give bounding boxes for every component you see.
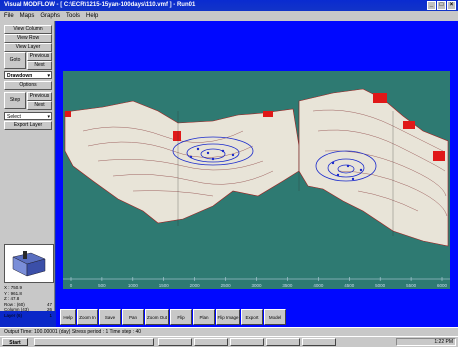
x-tick-label: 1500 [159,283,170,288]
view-column-button[interactable]: View Column [4,25,52,34]
task-button[interactable] [302,338,336,346]
task-button[interactable] [194,338,228,346]
view-layer-button[interactable]: View Layer [4,43,52,52]
z-coordinate: Z : 47.8 [4,296,20,301]
step-button[interactable]: Step [4,92,26,109]
x-coordinate: X : 750.9 [4,285,23,290]
x-tick-label: 4000 [313,283,324,288]
task-button[interactable] [266,338,300,346]
x-tick-label: 2500 [221,283,232,288]
flip-image-button[interactable]: Flip Image [216,309,240,325]
menu-help[interactable]: Help [86,13,99,19]
layer-value: 1 [49,312,52,318]
x-tick-label: 3000 [251,283,262,288]
column-readout: Column (43) [4,307,29,312]
plan-button[interactable]: Plan [193,309,215,325]
window-title: Visual MODFLOW - [ C:\ECR\1215-15yan-100… [4,2,196,8]
menu-maps[interactable]: Maps [19,13,35,19]
column-value: 26 [46,307,52,312]
view-row-button[interactable]: View Row [4,34,52,43]
zoom-in-button[interactable]: Zoom In [77,309,98,325]
row-value: 47 [46,301,52,307]
select-dropdown[interactable]: Select▾ [4,112,52,120]
system-tray: 1:22 PM [396,338,456,346]
x-tick-label: 3500 [282,283,293,288]
title-bar: Visual MODFLOW - [ C:\ECR\1215-15yan-100… [0,0,458,11]
tool-bar: Help Zoom In Save Pan Zoom Out Flip Plan… [56,308,458,327]
x-tick-label: 5500 [406,283,417,288]
next-layer-button[interactable]: Next [27,61,52,70]
task-button[interactable] [158,338,192,346]
menu-bar: File Maps Graphs Tools Help [0,11,458,21]
y-coordinate: Y : 961.8 [4,290,22,296]
next-step-button[interactable]: Next [27,101,52,110]
drawdown-map: 0 500 1000 1500 2000 2500 3000 3500 4000 4500 5000… [63,71,450,289]
status-bar: Output Time: 100.00001 (day) Stress peri… [0,327,458,336]
clock: 1:22 PM [434,339,453,345]
goto-button[interactable]: Goto [4,52,26,69]
export-layer-button[interactable]: Export Layer [4,121,52,130]
x-tick-label: 6000 [437,283,448,288]
menu-graphs[interactable]: Graphs [40,13,61,19]
menu-file[interactable]: File [4,13,14,19]
taskbar: Start 1:22 PM [0,336,458,347]
x-tick-label: 5000 [375,283,386,288]
start-button[interactable]: Start [2,338,28,346]
model-button[interactable]: Model [264,309,286,325]
options-button[interactable]: Options [4,81,52,90]
x-tick-label: 1000 [128,283,139,288]
view-select[interactable]: Drawdown▾ [4,71,52,79]
previous-step-button[interactable]: Previous [27,92,52,101]
status-text: Output Time: 100.00001 (day) Stress peri… [4,329,142,335]
model-3d-preview [4,244,54,283]
export-button[interactable]: Export [241,309,263,325]
close-button[interactable]: × [447,1,456,10]
quick-launch [34,338,154,346]
help-button[interactable]: Help [60,309,76,325]
coordinate-readout: X : 750.9 Y : 961.8 Z : 47.8 Row : (60) 4… [4,285,54,318]
chevron-down-icon: ▾ [47,114,50,120]
layer-readout: Layer (6) [4,312,23,318]
x-tick-label: 500 [98,283,106,288]
maximize-button[interactable]: □ [437,1,446,10]
x-tick-label: 2000 [190,283,201,288]
x-tick-label: 0 [70,283,73,288]
row-readout: Row : (60) [4,301,25,307]
side-panel: View Column View Row View Layer Goto Pre… [0,21,55,318]
zoom-out-button[interactable]: Zoom Out [145,309,169,325]
pan-button[interactable]: Pan [122,309,144,325]
map-plot-area[interactable]: 0 500 1000 1500 2000 2500 3000 3500 4000 4500 5000… [63,71,450,289]
chevron-down-icon: ▾ [47,73,50,79]
menu-tools[interactable]: Tools [66,13,81,19]
x-tick-label: 4500 [344,283,355,288]
minimize-button[interactable]: _ [427,1,436,10]
task-button[interactable] [230,338,264,346]
previous-layer-button[interactable]: Previous [27,52,52,61]
save-button[interactable]: Save [99,309,121,325]
flip-button[interactable]: Flip [170,309,192,325]
x-axis-ticks: 0 500 1000 1500 2000 2500 3000 3500 4000 4500 5000… [70,277,448,288]
